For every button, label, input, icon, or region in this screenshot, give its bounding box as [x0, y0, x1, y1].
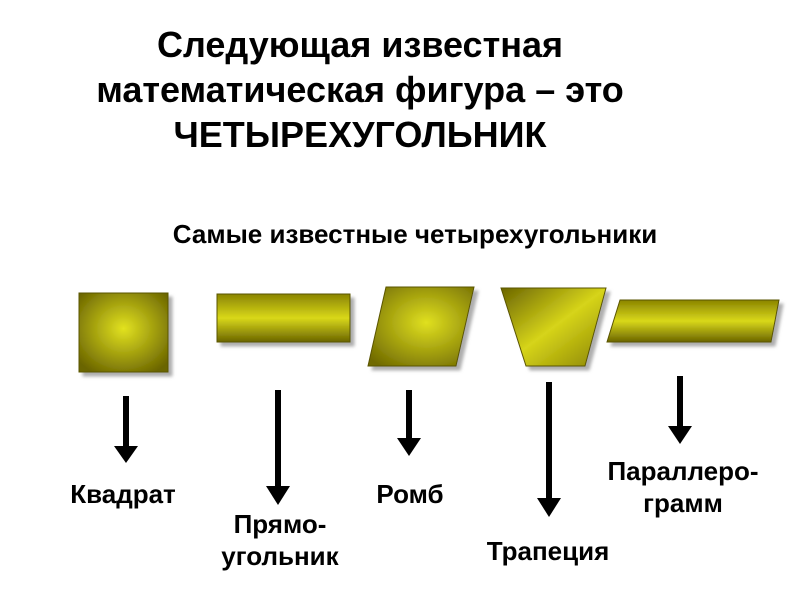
title-line-1: Следующая известная — [157, 24, 563, 65]
label-parallelogram: Параллеро- грамм — [588, 455, 778, 519]
title-line-3: ЧЕТЫРЕХУГОЛЬНИК — [173, 114, 547, 155]
arrow-down-icon — [397, 390, 421, 456]
page-title: Следующая известная математическая фигур… — [0, 22, 720, 157]
subtitle: Самые известные четырехугольники — [172, 219, 658, 249]
label-rectangle-line-2: угольник — [221, 541, 339, 571]
arrow-down-icon — [114, 396, 138, 463]
label-rectangle: Прямо- угольник — [200, 508, 360, 572]
label-rhombus: Ромб — [376, 479, 444, 509]
label-parallelogram-line-2: грамм — [643, 488, 723, 518]
trapezoid-shape — [500, 287, 607, 367]
title-line-2: математическая фигура – это — [96, 69, 624, 110]
rhombus-shape — [367, 286, 475, 367]
rectangle-shape — [216, 293, 351, 343]
arrow-down-icon — [537, 382, 561, 517]
label-rectangle-line-1: Прямо- — [233, 509, 327, 539]
arrow-down-icon — [266, 390, 290, 505]
parallelogram-shape — [606, 299, 780, 343]
square-shape — [78, 292, 169, 373]
label-parallelogram-line-1: Параллеро- — [607, 456, 759, 486]
label-square: Квадрат — [70, 479, 176, 509]
arrow-down-icon — [668, 376, 692, 444]
label-trapezoid: Трапеция — [486, 536, 610, 566]
